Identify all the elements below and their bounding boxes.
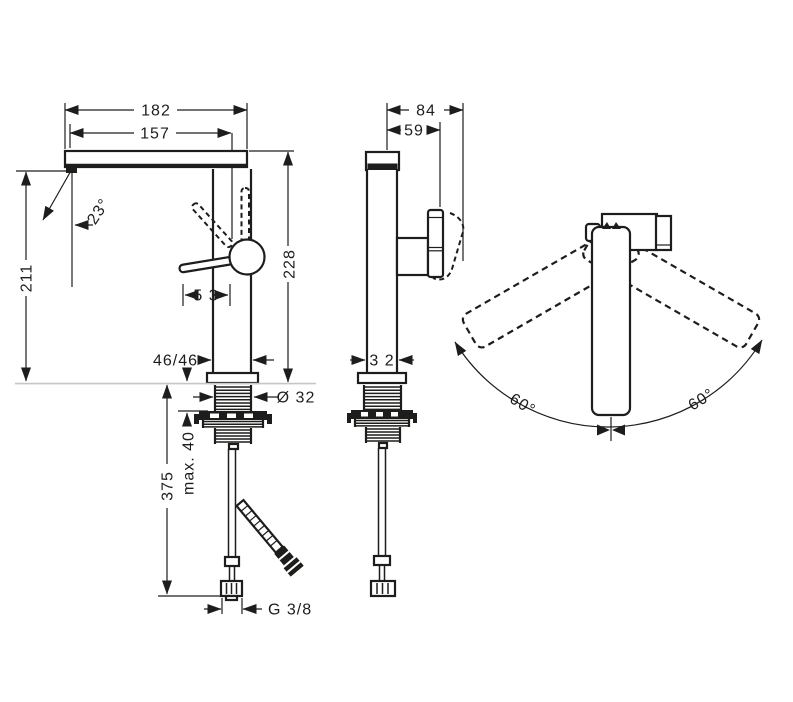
faucet-body-side: [364, 150, 401, 373]
shank-thread-lower-side: [364, 427, 402, 443]
dim-clearance-46-46: 46/46: [153, 353, 274, 382]
g38-connector-side: [369, 579, 397, 598]
dim-swivel-left-60: 60°: [506, 391, 538, 420]
svg-text:84: 84: [416, 103, 436, 120]
svg-text:228: 228: [282, 249, 299, 279]
handle-side: [395, 208, 465, 281]
shank-thread-upper-front: [213, 385, 253, 411]
mounting-nut-front: [194, 411, 272, 428]
side-view: 84 59 3 2: [347, 103, 465, 598]
flexible-hose: [235, 498, 304, 577]
svg-text:60°: 60°: [686, 386, 718, 415]
dim-shank-dia-32: Ø 32: [193, 390, 316, 407]
mounting-front: [15, 371, 316, 451]
dim-body-32: 3 2: [350, 353, 414, 370]
svg-text:157: 157: [140, 126, 170, 143]
lever-dashed-diagonal: [191, 202, 234, 249]
dim-hose-375: 375: [158, 384, 222, 597]
svg-text:23°: 23°: [84, 196, 113, 228]
dim-spout-angle-23: 23°: [42, 168, 113, 287]
dim-total-height-228: 228: [249, 150, 299, 383]
lever-dashed-vertical: [240, 187, 250, 243]
svg-text:60°: 60°: [506, 391, 538, 420]
svg-text:182: 182: [141, 103, 171, 120]
svg-text:max. 40: max. 40: [181, 431, 198, 495]
handle-swing-dashed: [432, 212, 465, 281]
mounting-side: [347, 371, 417, 450]
mounting-nut-side: [347, 410, 417, 427]
front-view: 182 157 23° 211 228: [15, 103, 316, 619]
top-view: 60° 60°: [454, 212, 763, 441]
handle-front: [178, 187, 266, 276]
dim-thread-g38: G 3/8: [204, 598, 312, 619]
svg-text:211: 211: [19, 264, 36, 293]
g38-connector-front: [219, 579, 244, 602]
shank-thread-upper-side: [362, 385, 403, 411]
supply-hoses-front: [219, 449, 304, 602]
shank-thread-lower-front: [213, 428, 253, 444]
svg-text:G 3/8: G 3/8: [268, 602, 312, 619]
svg-text:46/46: 46/46: [153, 353, 198, 370]
dim-spout-reach-157: 157: [69, 124, 232, 148]
dim-max-40: max. 40: [178, 410, 208, 495]
svg-text:375: 375: [160, 471, 177, 501]
dim-spout-height-211: 211: [16, 170, 70, 382]
dim-swivel-right-60: 60°: [686, 386, 718, 415]
svg-text:5 3: 5 3: [193, 288, 218, 305]
svg-text:3 2: 3 2: [369, 353, 394, 370]
svg-text:Ø 32: Ø 32: [277, 390, 316, 407]
supply-pipe-side: [369, 448, 397, 598]
spout-top: [590, 222, 632, 417]
dim-total-width-182: 182: [64, 103, 248, 149]
dim-depth-59: 59: [386, 122, 441, 207]
dim-lever-53: 5 3: [182, 284, 231, 306]
handle-ball-joint: [228, 238, 266, 276]
svg-text:59: 59: [404, 123, 424, 140]
